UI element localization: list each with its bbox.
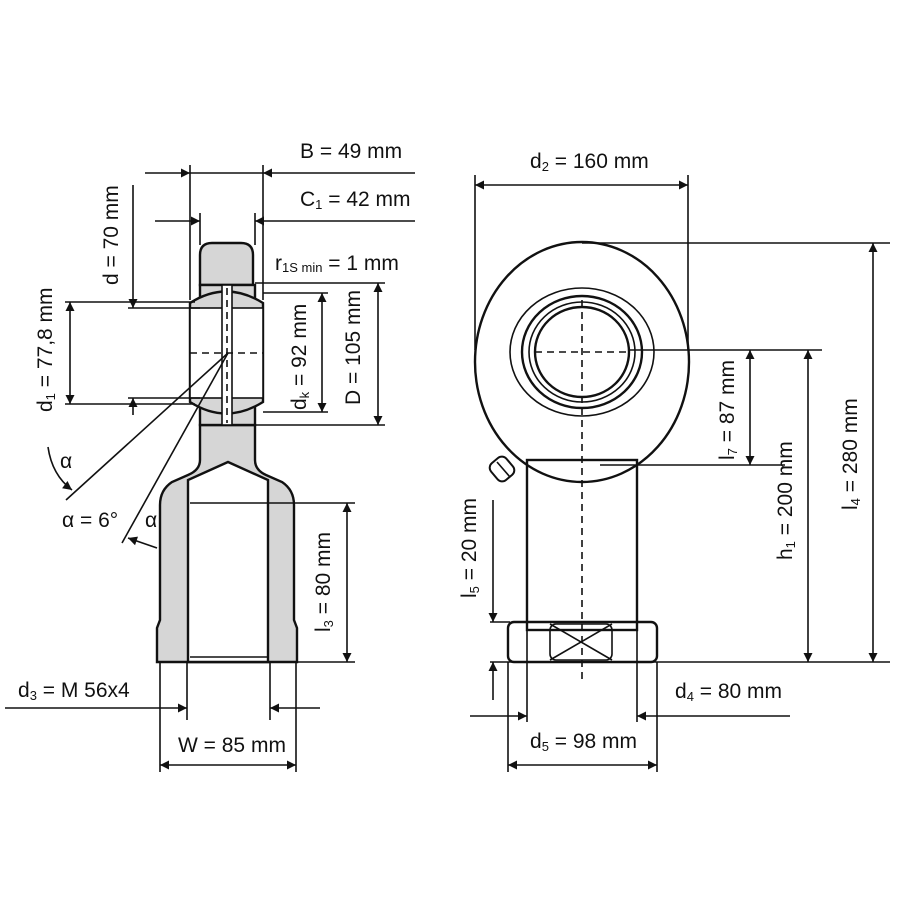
- label-d5: d5 = 98 mm: [530, 730, 637, 754]
- label-l4: l4 = 280 mm: [839, 398, 863, 510]
- side-view: B = 49 mm C1 = 42 mm r1S min = 1 mm d = …: [5, 140, 415, 772]
- angle-arrow-icon: [47, 446, 73, 491]
- label-d1: d1 = 77,8 mm: [34, 287, 58, 412]
- label-d4: d4 = 80 mm: [675, 680, 782, 704]
- label-h1: h1 = 200 mm: [774, 441, 798, 560]
- front-view: d2 = 160 mm l7 = 87 mm h1 = 200 mm l4 = …: [458, 150, 890, 772]
- label-l7: l7 = 87 mm: [716, 360, 740, 460]
- label-d: d = 70 mm: [100, 185, 123, 285]
- label-alpha-2: α: [145, 509, 157, 532]
- label-r1s-min: r1S min = 1 mm: [275, 252, 399, 275]
- housing-top: [198, 241, 255, 287]
- label-alpha-value: α = 6°: [62, 509, 118, 532]
- label-B: B = 49 mm: [300, 140, 402, 163]
- label-W: W = 85 mm: [178, 734, 286, 757]
- label-D: D = 105 mm: [342, 290, 365, 405]
- label-dk: dk = 92 mm: [288, 304, 312, 410]
- angle-arrow-icon: [127, 536, 158, 549]
- label-d2: d2 = 160 mm: [530, 150, 649, 174]
- wrench-flat: [549, 623, 613, 661]
- label-alpha-1: α: [60, 450, 72, 473]
- label-C1: C1 = 42 mm: [300, 188, 411, 212]
- label-l3: l3 = 80 mm: [312, 532, 336, 632]
- label-l5: l5 = 20 mm: [458, 498, 482, 598]
- grease-nipple-icon: [488, 455, 516, 483]
- label-d3: d3 = M 56x4: [18, 679, 130, 703]
- threaded-bore: [186, 460, 270, 664]
